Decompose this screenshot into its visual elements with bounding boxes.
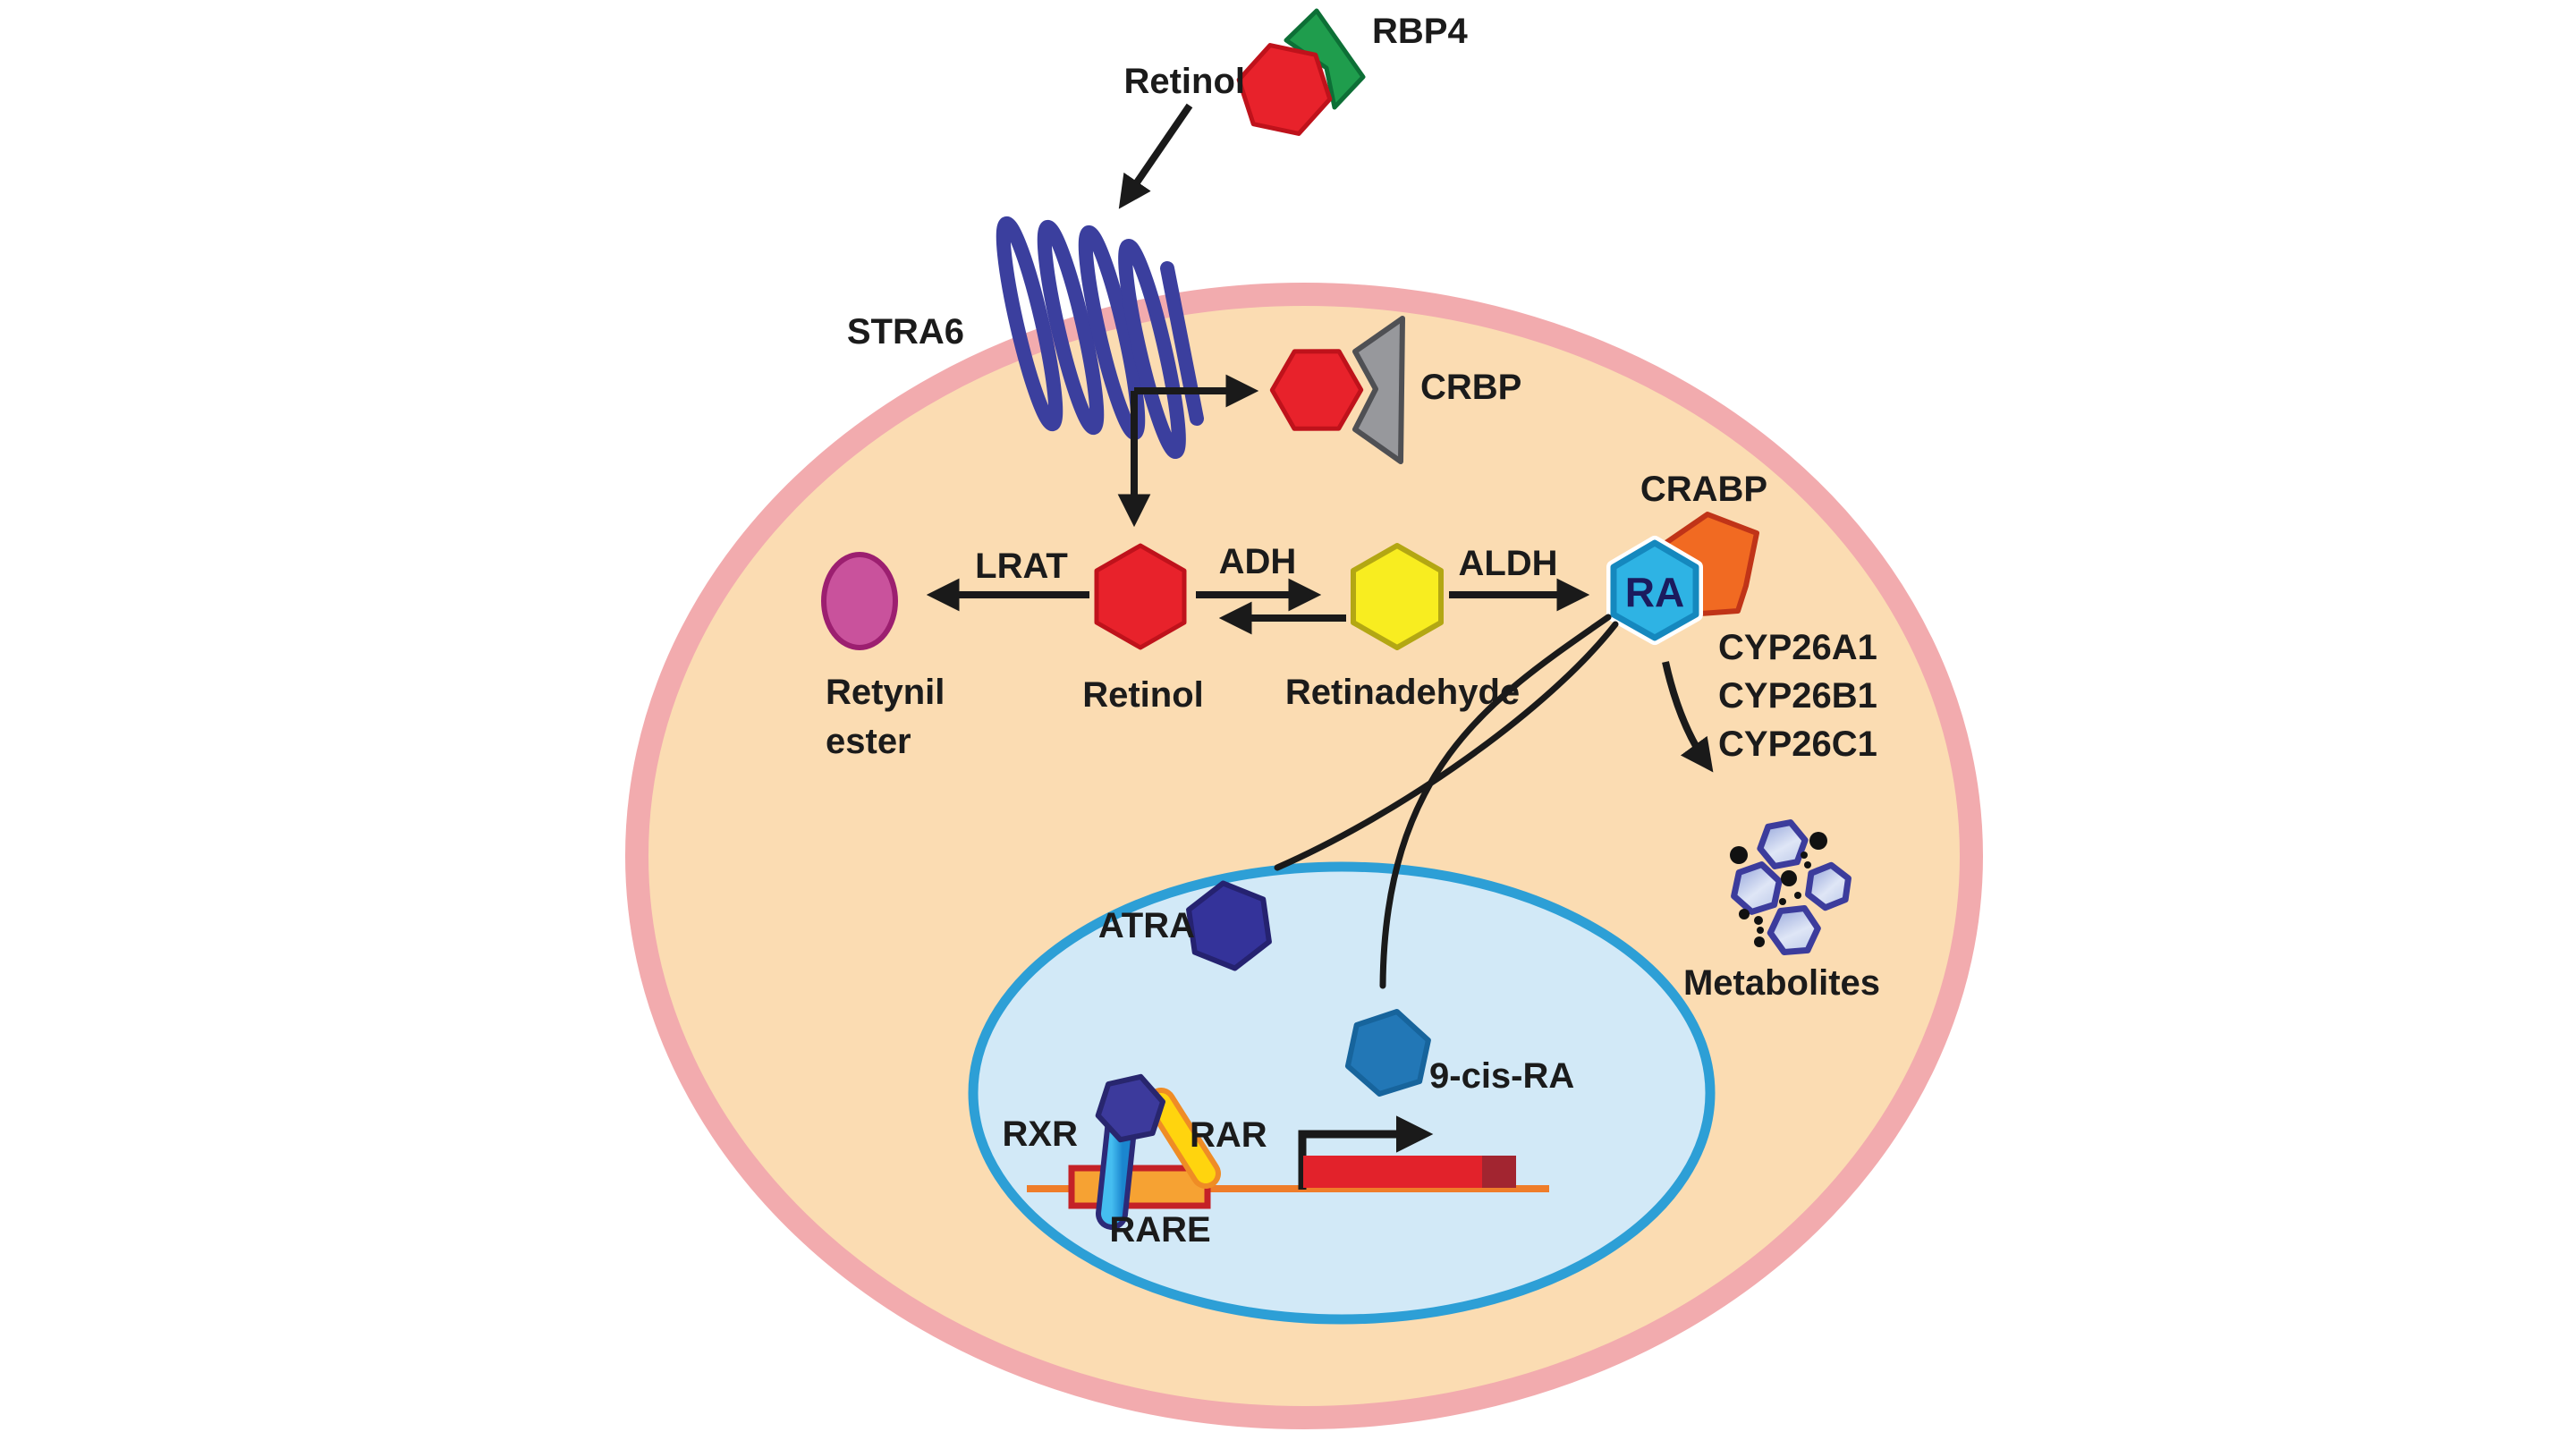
retinadehyde-hexagon <box>1351 543 1444 650</box>
arrow-retinol-to-stra6 <box>1118 103 1193 209</box>
cyp26-enzyme-list: CYP26A1 CYP26B1 CYP26C1 <box>1718 628 1877 764</box>
aldh-label: ALDH <box>1458 544 1557 583</box>
rare-element <box>1068 1165 1211 1209</box>
metabolite-hexagon <box>1767 905 1821 955</box>
metabolites-cluster: Metabolites <box>1683 819 1880 1003</box>
metabolites-label: Metabolites <box>1683 963 1880 1003</box>
rar-label: RAR <box>1190 1115 1267 1155</box>
retinadehyde-label: Retinadehyde <box>1285 673 1520 712</box>
retinol-cytosol-label: Retinol <box>1082 675 1204 715</box>
ra-crabp-complex: RA CRABP <box>1606 470 1767 645</box>
metabolite-hexagon <box>1757 819 1809 869</box>
stra6-label: STRA6 <box>847 312 964 352</box>
retinol-hexagon-crbp <box>1269 349 1364 431</box>
retynil-ester-label-line2: ester <box>826 722 911 761</box>
retinol-hexagon-extracellular <box>1236 43 1333 136</box>
ra-hexagon <box>1610 539 1699 641</box>
transcription-start-arrow <box>1298 1115 1434 1190</box>
adh-label: ADH <box>1219 542 1297 581</box>
gene-bar <box>1303 1156 1516 1188</box>
retinol-rbp4-complex: Retinol RBP4 <box>1123 8 1468 136</box>
cyp26a1-label: CYP26A1 <box>1718 628 1877 667</box>
atra-hexagon <box>1186 880 1272 971</box>
crbp-label: CRBP <box>1420 368 1521 407</box>
retinol-hexagon-cytosol <box>1094 543 1187 650</box>
cyp26b1-label: CYP26B1 <box>1718 676 1877 716</box>
metabolite-hexagon <box>1731 861 1783 915</box>
rare-label: RARE <box>1109 1210 1210 1250</box>
rbp4-label: RBP4 <box>1372 12 1468 51</box>
atra-label: ATRA <box>1098 906 1195 945</box>
receptor-ligand-hexagon <box>1095 1073 1165 1143</box>
metabolite-hexagon <box>1805 861 1852 911</box>
cyp26c1-label: CYP26C1 <box>1718 724 1877 764</box>
arrow-ra-to-metabolites <box>1662 661 1714 773</box>
nucleus <box>968 861 1716 1325</box>
crbp-protein <box>1352 316 1405 464</box>
metabolite-dots <box>1730 832 1827 947</box>
lrat-label: LRAT <box>975 547 1068 586</box>
rbp4-protein <box>1284 8 1366 110</box>
retynil-ester-label-line1: Retynil <box>826 673 945 712</box>
rar-receptor <box>1146 1088 1221 1189</box>
retinol-extracellular-label: Retinol <box>1123 62 1245 101</box>
retynil-ester-molecule <box>821 552 898 650</box>
ra-label: RA <box>1625 569 1684 615</box>
9cisra-hexagon <box>1344 1009 1431 1097</box>
rxr-label: RXR <box>1003 1114 1079 1154</box>
crbp-complex: CRBP <box>1269 316 1521 464</box>
9cisra-label: 9-cis-RA <box>1429 1056 1574 1096</box>
curve-ra-to-9cisra <box>1379 614 1612 989</box>
curve-ra-to-atra <box>1274 621 1619 871</box>
crabp-label: CRABP <box>1640 470 1767 509</box>
